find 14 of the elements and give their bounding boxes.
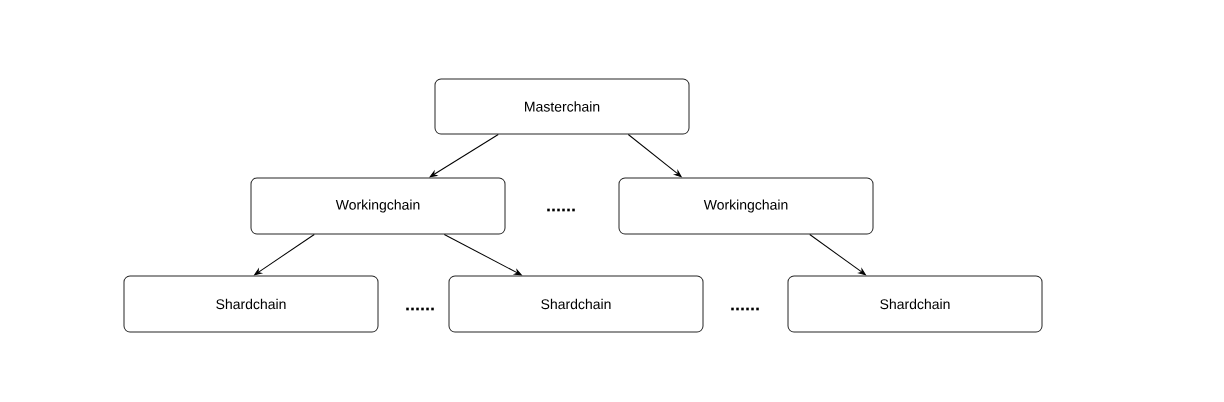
chain-box: Workingchain [250, 177, 506, 235]
ellipsis-label: ...... [547, 208, 575, 212]
arrow [254, 234, 315, 276]
ellipsis-label: ...... [731, 307, 759, 311]
chain-box: Workingchain [618, 177, 874, 235]
arrow [809, 234, 866, 276]
chain-box: Shardchain [123, 275, 379, 333]
ellipsis-label: ...... [406, 307, 434, 311]
chain-box: Shardchain [787, 275, 1043, 333]
chain-box: Shardchain [448, 275, 704, 333]
arrow [429, 134, 499, 178]
arrow [443, 234, 522, 276]
arrow [627, 134, 682, 178]
chain-box: Masterchain [434, 78, 690, 135]
